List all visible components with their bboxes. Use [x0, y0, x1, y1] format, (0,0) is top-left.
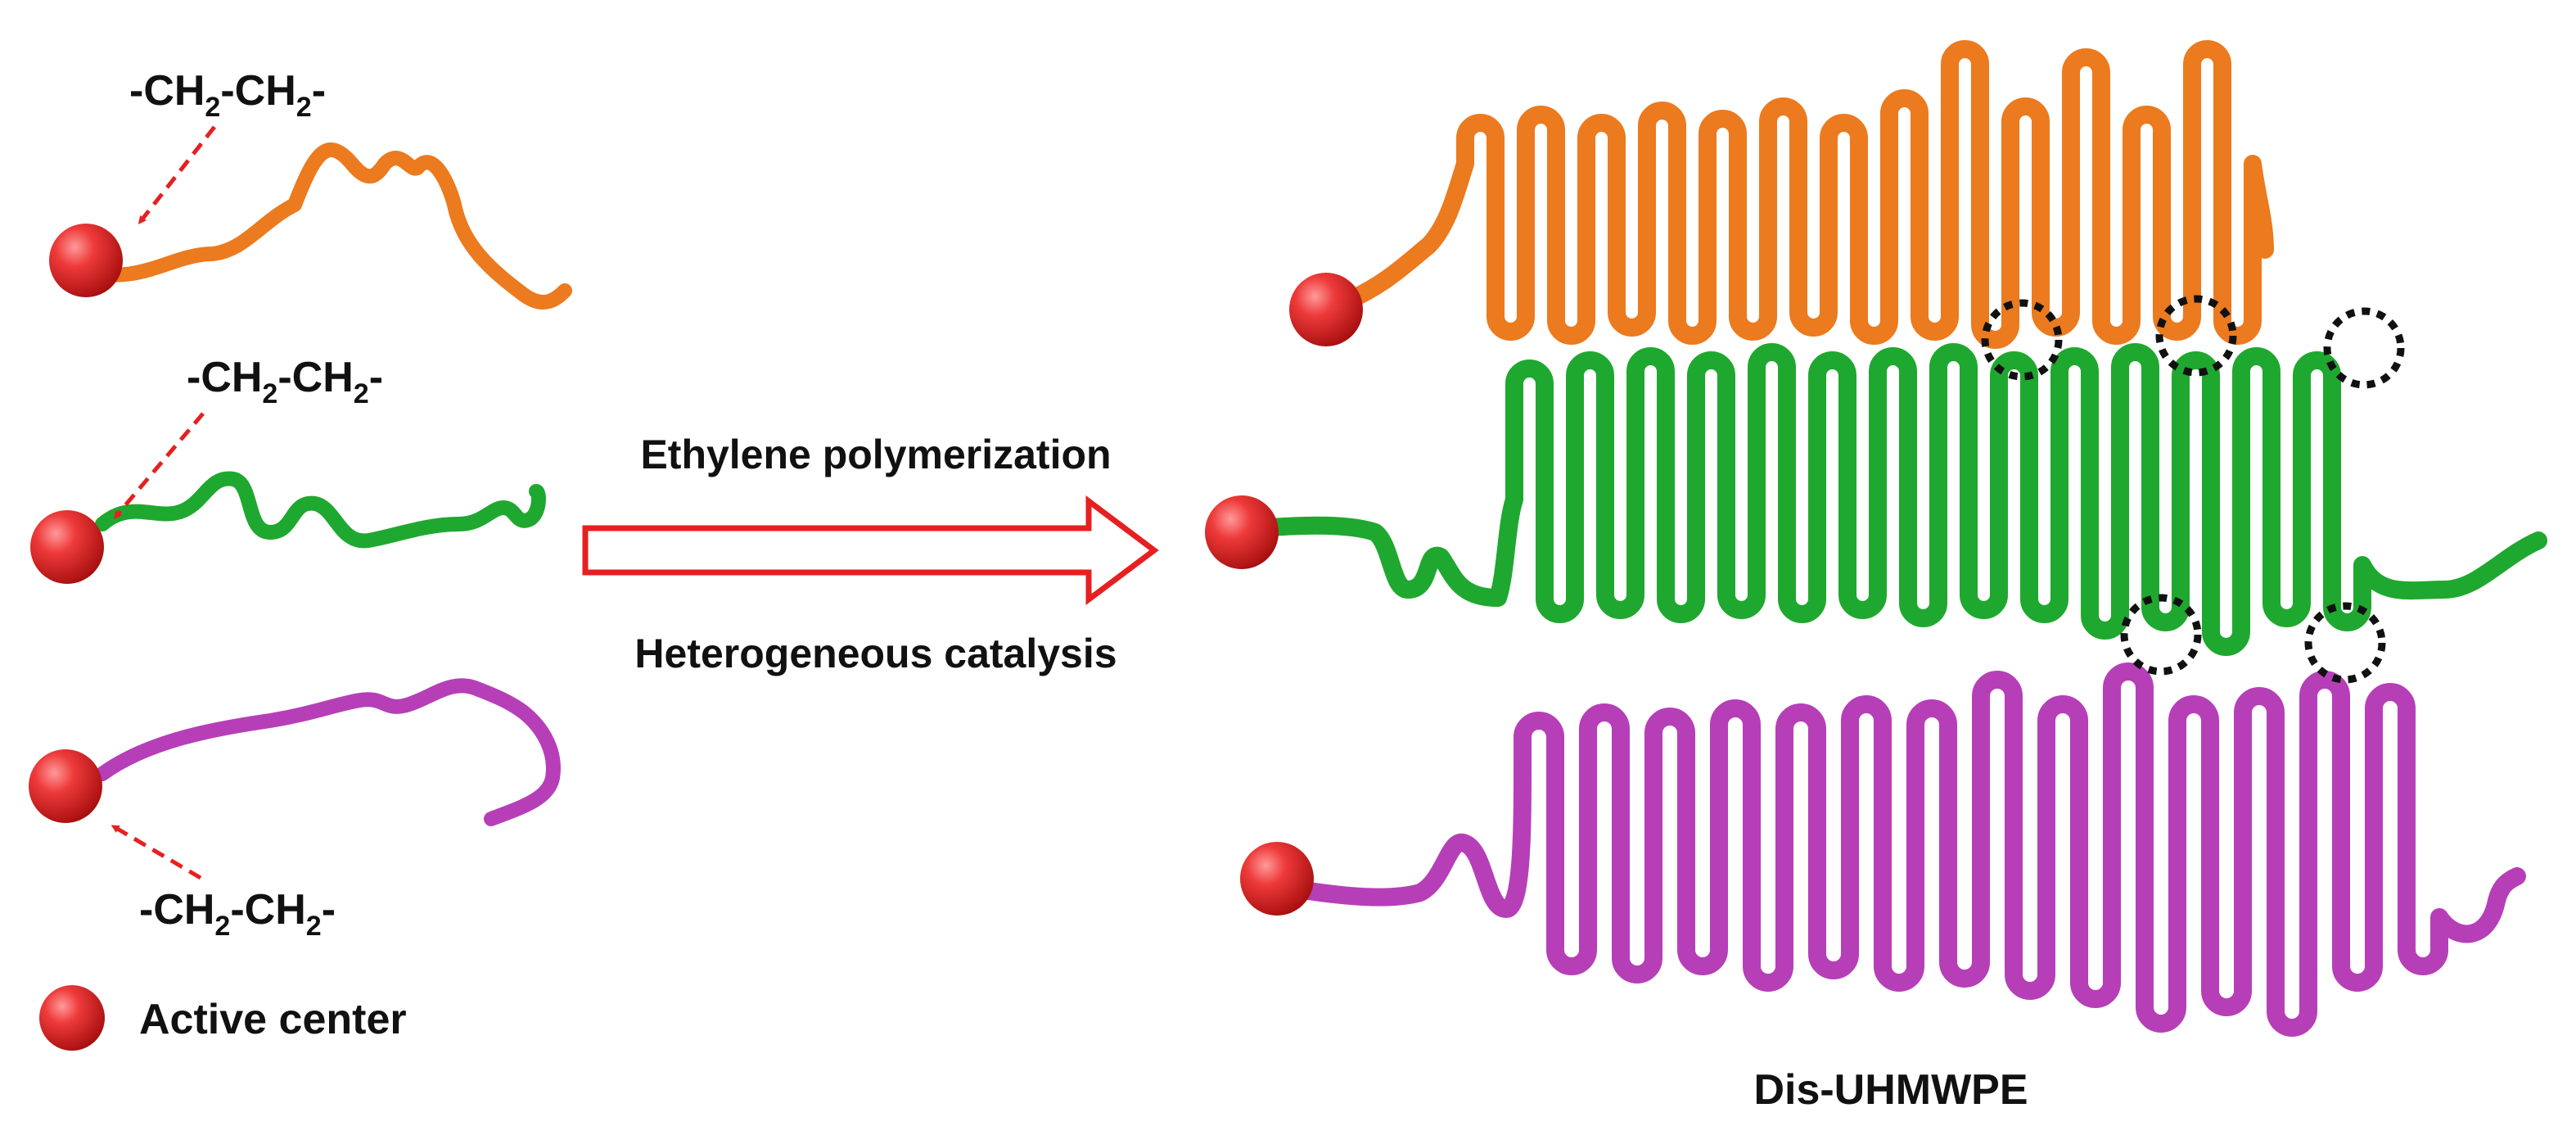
- entanglement-marker: [2304, 602, 2386, 684]
- monomer-label-top: -CH2-CH2-: [129, 67, 326, 123]
- long-chain-purple: [1284, 662, 2526, 1037]
- long-chain-green: [1252, 343, 2547, 656]
- legend: Active center: [39, 985, 407, 1051]
- hollow-process-arrow: [582, 495, 1159, 605]
- active-center-ball: [29, 749, 102, 823]
- entanglement-marker: [2155, 295, 2237, 377]
- entanglement-marker: [1981, 299, 2063, 381]
- entanglement-marker: [2323, 307, 2405, 389]
- long-chain-purple-group: [1240, 662, 2526, 1037]
- long-chain-orange-group: [1289, 40, 2274, 349]
- active-center-ball: [49, 224, 123, 297]
- active-center-ball: [1205, 495, 1279, 569]
- process-label-top: Ethylene polymerization: [640, 432, 1111, 477]
- short-chain-purple-group: [29, 678, 561, 880]
- long-chain-orange: [1333, 40, 2274, 349]
- dashed-pointer-arrow: [138, 125, 216, 224]
- short-chain-orange-group: [49, 125, 572, 310]
- monomer-label-bottom: -CH2-CH2-: [139, 886, 336, 942]
- entanglement-marker: [2120, 594, 2202, 676]
- monomer-label-middle: -CH2-CH2-: [187, 354, 383, 409]
- active-center-ball: [1289, 273, 1363, 346]
- entanglement-markers: [1981, 295, 2405, 684]
- active-center-ball: [1240, 842, 1314, 916]
- short-chain-orange: [79, 142, 572, 310]
- dashed-pointer-arrow: [113, 412, 205, 519]
- active-center-ball: [30, 510, 104, 584]
- short-chain-purple: [95, 678, 561, 826]
- legend-active-center-label: Active center: [139, 996, 407, 1043]
- legend-active-center-icon: [39, 985, 105, 1051]
- process-label-bottom: Heterogeneous catalysis: [634, 631, 1117, 676]
- product-label: Dis-UHMWPE: [1753, 1066, 2028, 1114]
- short-chain-green-group: [30, 412, 546, 584]
- process-arrow-group: Ethylene polymerization Heterogeneous ca…: [582, 432, 1159, 676]
- dashed-pointer-arrow: [111, 825, 202, 880]
- short-chain-green: [95, 471, 546, 549]
- long-chain-green-group: [1205, 343, 2547, 656]
